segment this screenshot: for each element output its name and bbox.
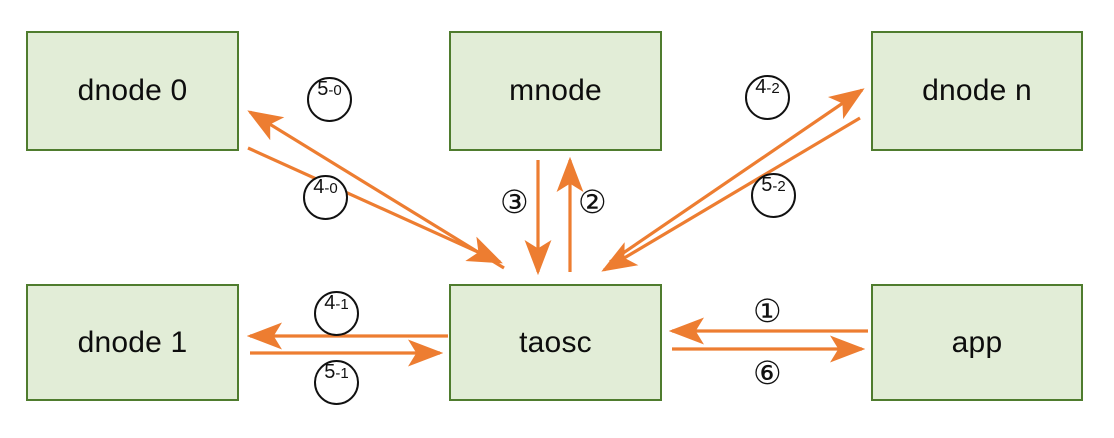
edge-badge-6: ⑥ [753,354,782,392]
node-label-dnoden: dnode n [922,74,1032,107]
edge-badge-4-2: 4 -2 [745,75,790,120]
edge-badge-4-0-main: 4 [313,176,325,198]
node-mnode[interactable]: mnode [449,31,662,151]
node-label-mnode: mnode [509,74,602,107]
edge-badge-4-2-main: 4 [755,76,767,98]
node-label-app: app [951,325,1003,359]
edge-taosc-to-dnode0 [247,110,505,270]
edge-dnode0-to-taosc [247,146,503,264]
edge-badge-5-0-sub: -0 [328,82,342,99]
node-app[interactable]: app [871,284,1083,401]
node-taosc[interactable]: taosc [449,284,662,401]
node-label-taosc: taosc [519,325,592,359]
edge-badge-5-2-sub: -2 [772,178,786,195]
node-label-dnode1: dnode 1 [77,325,188,359]
edge-badge-4-1: 4 -1 [314,291,359,336]
edge-badge-5-1-main: 5 [324,361,336,383]
node-dnoden[interactable]: dnode n [871,31,1083,151]
edge-badge-3: ③ [500,183,529,221]
edge-badge-4-1-sub: -1 [335,296,349,313]
node-dnode1[interactable]: dnode 1 [26,284,239,401]
edge-taosc-to-dnoden [609,88,865,264]
edge-badge-4-1-main: 4 [324,292,336,314]
edge-dnoden-to-taosc [601,116,861,272]
edge-badge-5-2-main: 5 [761,174,773,196]
node-label-dnode0: dnode 0 [77,74,188,107]
edge-badge-2: ② [578,183,607,221]
edge-badge-1: ① [753,292,782,330]
edge-badge-4-0: 4 -0 [303,175,348,220]
edge-badge-4-0-sub: -0 [324,180,338,197]
node-dnode0[interactable]: dnode 0 [26,31,239,151]
edge-badge-5-0-main: 5 [317,78,329,100]
edge-badge-5-2: 5 -2 [751,173,796,218]
edge-badge-4-2-sub: -2 [766,80,780,97]
edge-badge-5-1-sub: -1 [335,365,349,382]
edge-badge-5-0: 5 -0 [307,77,352,122]
edge-badge-5-1: 5 -1 [314,360,359,405]
